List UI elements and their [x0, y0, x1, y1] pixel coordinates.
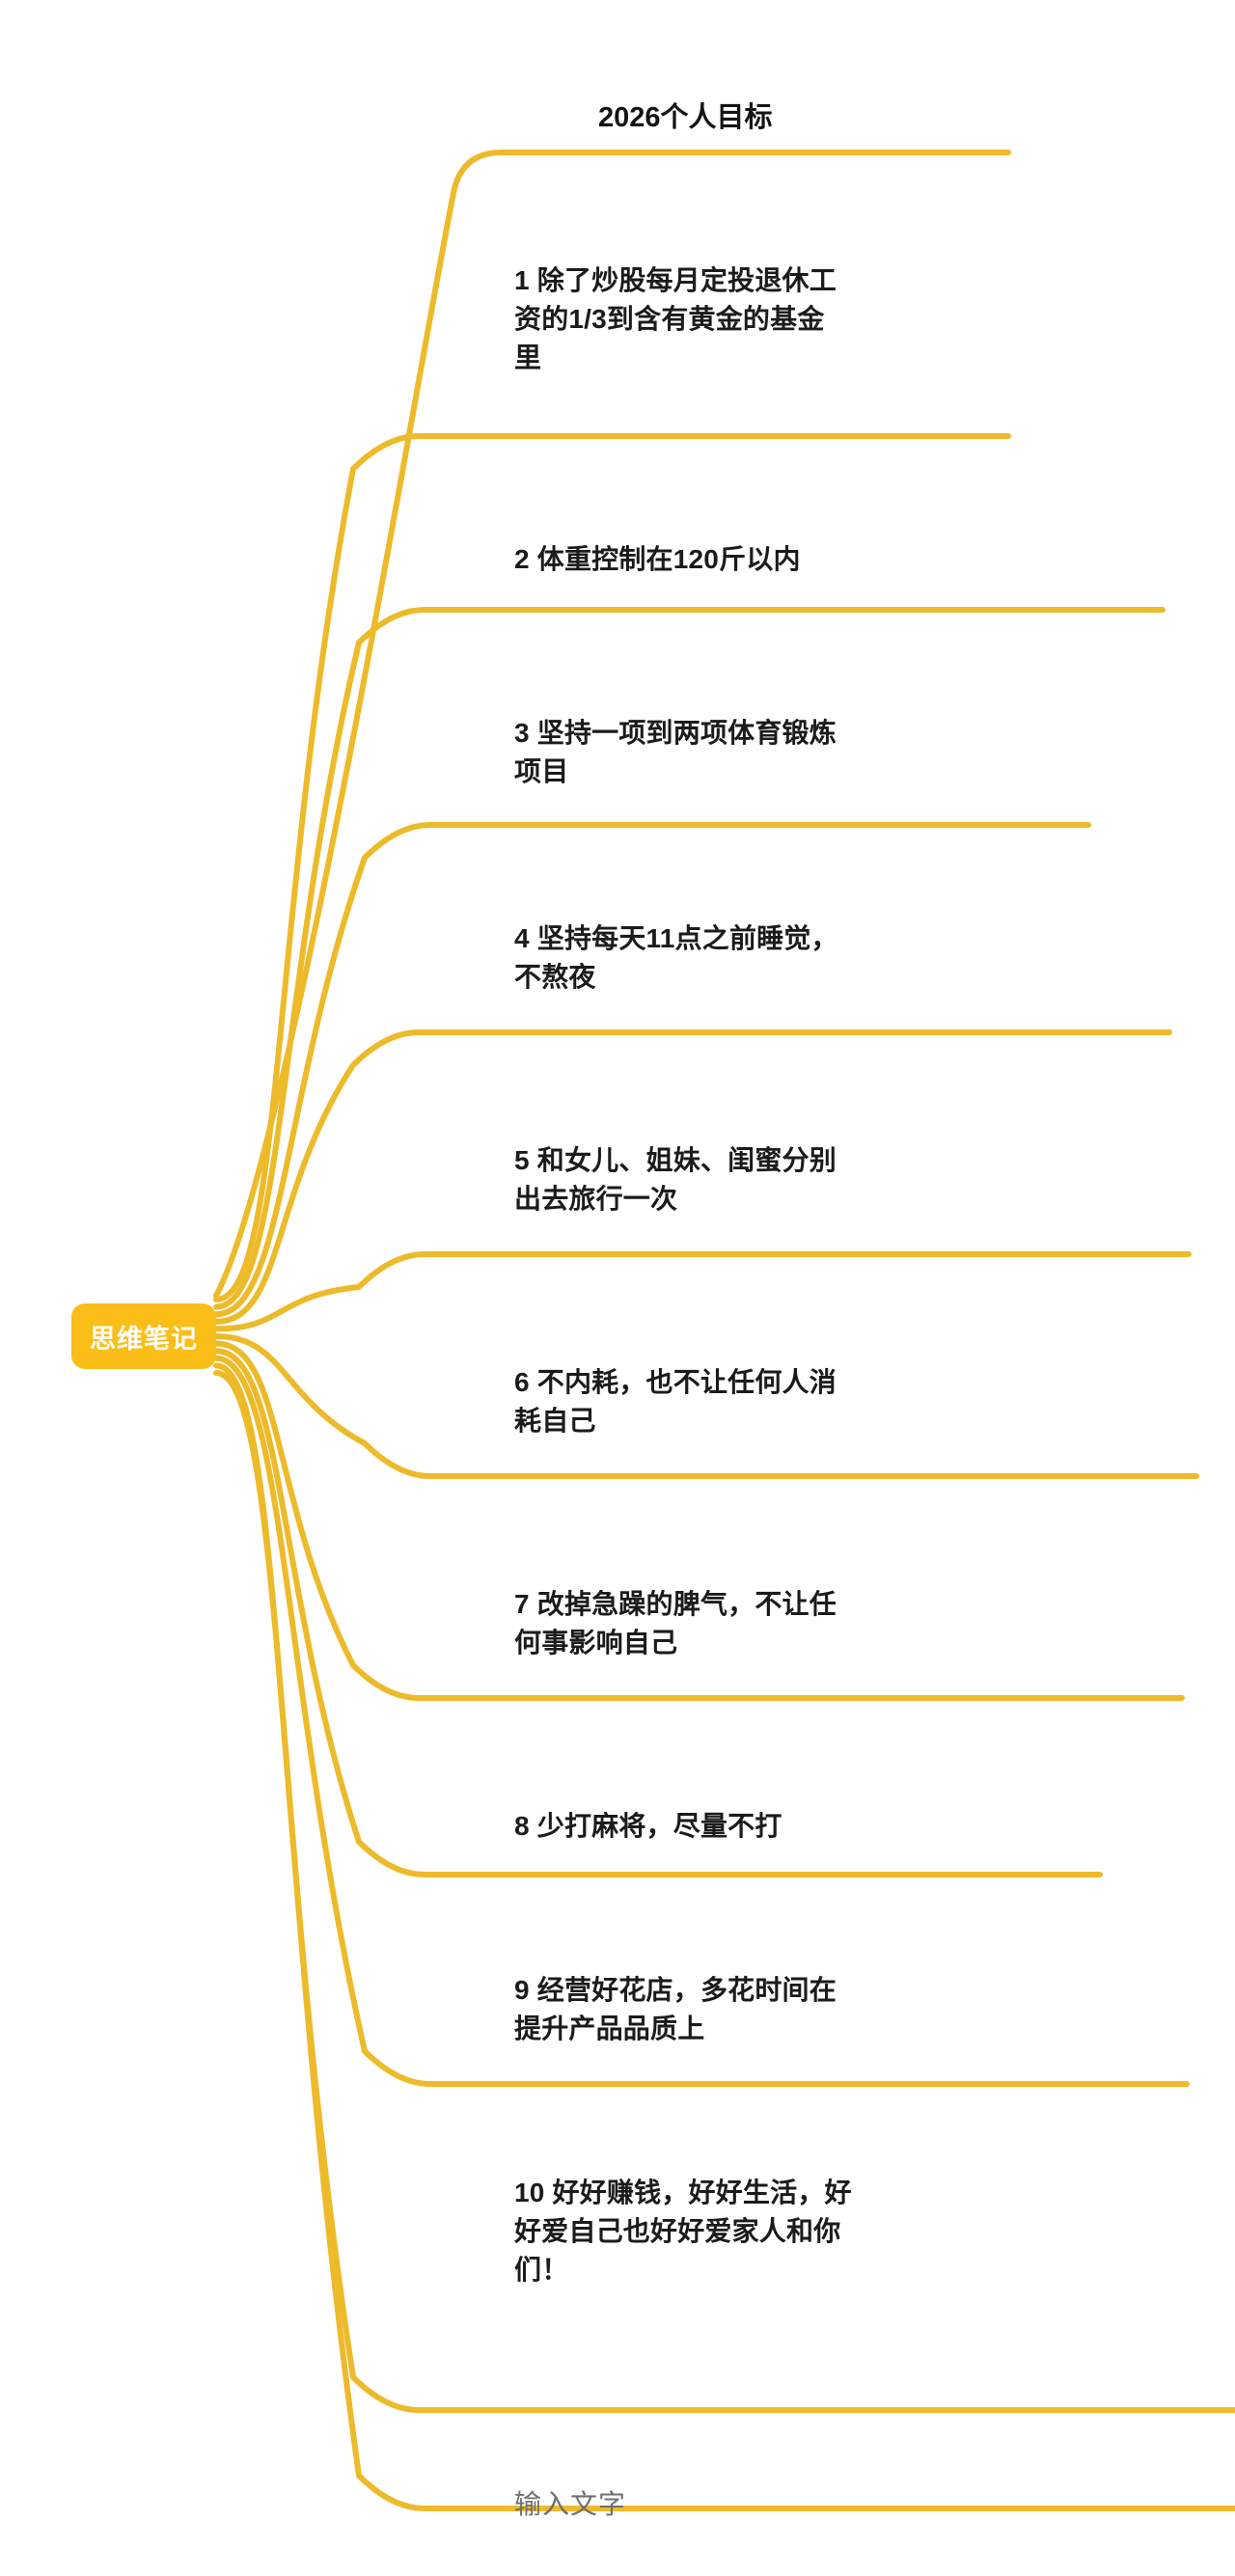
branch-node-1-line-3: 里	[514, 342, 542, 372]
branch-node-8[interactable]: 8 少打麻将，尽量不打	[514, 1807, 782, 1846]
branch-node-2-line-1: 2 体重控制在120斤以内	[514, 544, 801, 574]
branch-node-7[interactable]: 7 改掉急躁的脾气，不让任何事影响自己	[514, 1585, 837, 1662]
branch-node-2[interactable]: 2 体重控制在120斤以内	[514, 540, 801, 579]
page-title: 2026个人目标	[598, 102, 773, 133]
new-node-connector	[213, 1370, 1235, 2511]
branch-node-4-line-2: 不熬夜	[514, 961, 596, 992]
branch-node-6-line-2: 耗自己	[514, 1405, 596, 1436]
branch-connector-5	[213, 1251, 1192, 1332]
branch-node-9[interactable]: 9 经营好花店，多花时间在提升产品品质上	[514, 1971, 837, 2048]
branch-node-10[interactable]: 10 好好赚钱，好好生活，好好爱自己也好好爱家人和你们！	[514, 2174, 852, 2288]
branch-node-6[interactable]: 6 不内耗，也不让任何人消耗自己	[514, 1363, 837, 1440]
root-node-label: 思维笔记	[90, 1324, 198, 1354]
branch-node-8-line-1: 8 少打麻将，尽量不打	[514, 1811, 782, 1841]
branch-node-9-line-2: 提升产品品质上	[514, 2013, 705, 2043]
branch-node-5[interactable]: 5 和女儿、姐妹、闺蜜分别出去旅行一次	[514, 1141, 837, 1219]
branch-node-10-line-1: 10 好好赚钱，好好生活，好	[514, 2178, 852, 2207]
new-node-placeholder[interactable]: 输入文字	[514, 2489, 627, 2519]
branch-node-5-line-1: 5 和女儿、姐妹、闺蜜分别	[514, 1145, 837, 1175]
branch-node-3-line-1: 3 坚持一项到两项体育锻炼	[514, 718, 837, 748]
branch-node-5-line-2: 出去旅行一次	[514, 1183, 678, 1214]
branch-node-9-line-1: 9 经营好花店，多花时间在	[514, 1975, 837, 2005]
branch-node-1-line-1: 1 除了炒股每月定投退休工	[514, 265, 837, 295]
branch-node-3-line-2: 项目	[514, 755, 569, 786]
branch-node-1[interactable]: 1 除了炒股每月定投退休工资的1/3到含有黄金的基金里	[514, 261, 837, 376]
branch-node-7-line-1: 7 改掉急躁的脾气，不让任	[514, 1589, 837, 1619]
branch-node-10-line-2: 好爱自己也好好爱家人和你	[514, 2215, 841, 2246]
branch-node-7-line-2: 何事影响自己	[514, 1627, 678, 1658]
branch-node-6-line-1: 6 不内耗，也不让任何人消	[514, 1367, 837, 1397]
root-node[interactable]: 思维笔记	[71, 1303, 216, 1369]
branch-node-1-line-2: 资的1/3到含有黄金的基金	[514, 303, 825, 334]
branch-node-3[interactable]: 3 坚持一项到两项体育锻炼项目	[514, 714, 837, 791]
branch-connector-3	[213, 822, 1091, 1318]
branch-node-10-line-3: 们！	[514, 2254, 569, 2285]
branch-node-4[interactable]: 4 坚持每天11点之前睡觉， 不熬夜	[514, 919, 838, 997]
branch-node-4-line-1: 4 坚持每天11点之前睡觉，	[514, 923, 838, 953]
